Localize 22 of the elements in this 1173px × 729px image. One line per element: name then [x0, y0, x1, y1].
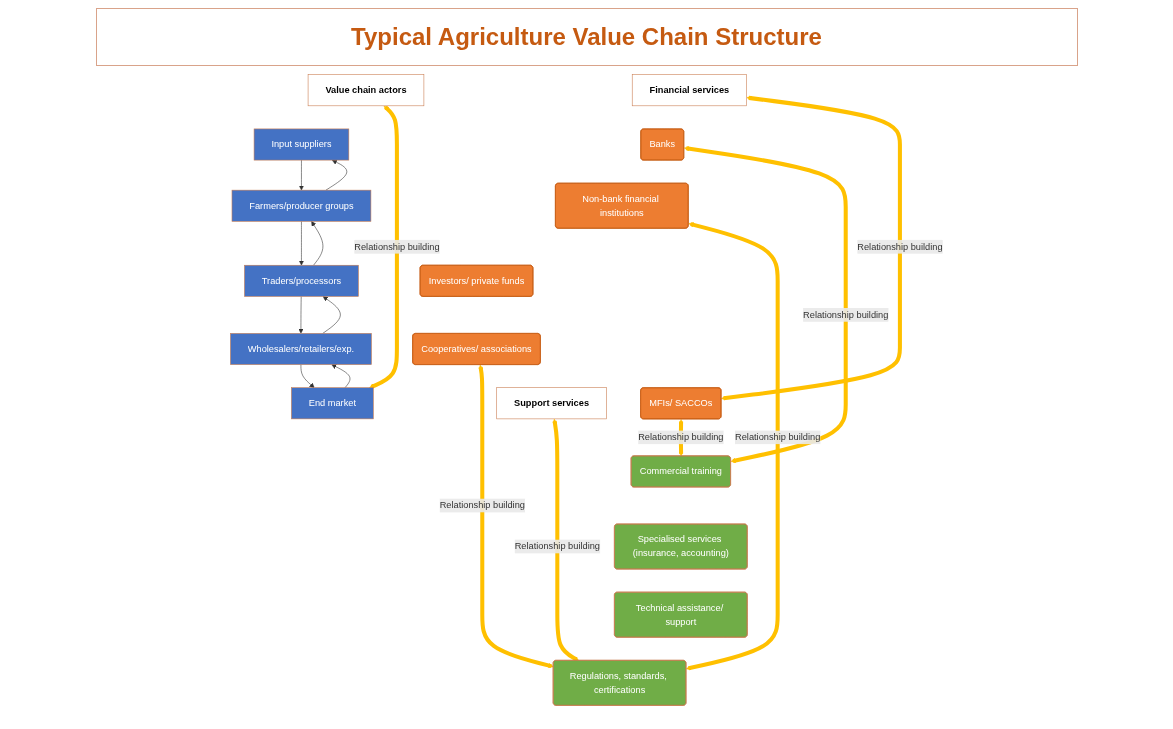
node-box: End market	[291, 387, 374, 420]
edge-label: Relationship building	[857, 241, 943, 252]
arrow	[369, 105, 399, 389]
arrow	[721, 95, 902, 401]
node-box: Support services	[496, 387, 607, 420]
diagram-title: Typical Agriculture Value Chain Structure	[95, 8, 1078, 66]
arrow	[552, 418, 579, 662]
node-box: Traders/processors	[244, 264, 359, 297]
arrow	[684, 146, 848, 463]
edge-label: Relationship building	[638, 432, 724, 442]
arrow	[686, 222, 780, 671]
edge-label: Relationship building	[735, 432, 821, 442]
edge-label: Relationship building	[803, 309, 889, 320]
edge-label: Relationship building	[514, 541, 600, 552]
node-box: Input suppliers	[253, 128, 350, 161]
node-box: Wholesalers/retailers/exp.	[230, 333, 372, 365]
node-box: Financial services	[631, 74, 747, 107]
edge-label: Relationship building	[439, 500, 525, 511]
edge-label: Relationship building	[354, 241, 440, 252]
node-box: Farmers/producer groups	[231, 189, 372, 222]
node-box: Value chain actors	[307, 74, 425, 107]
arrow	[478, 364, 554, 669]
